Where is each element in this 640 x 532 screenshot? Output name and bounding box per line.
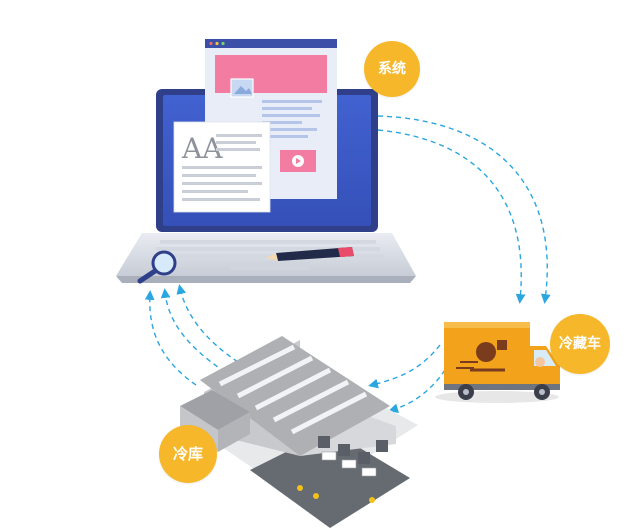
system-label: 系统 — [378, 61, 406, 77]
refrigerated-truck — [435, 322, 560, 403]
warehouse-label: 冷库 — [172, 444, 203, 463]
flow-arrows — [144, 115, 551, 414]
warehouse-badge: 冷库 — [159, 425, 217, 483]
pen-icon — [266, 247, 354, 261]
delivery-logo — [456, 340, 507, 372]
document-page: AA — [173, 121, 271, 213]
truck-label: 冷藏车 — [559, 336, 601, 352]
arrow-truck-to-warehouse-outer — [368, 344, 441, 389]
arrow-system-to-truck-inner — [377, 129, 526, 304]
arrow-warehouse-to-system-inner — [176, 284, 239, 363]
magnifier-icon — [137, 250, 177, 284]
arrow-warehouse-to-system-outer — [144, 290, 197, 386]
cold-storage-warehouse — [180, 336, 418, 528]
truck-badge: 冷藏车 — [550, 314, 610, 374]
arrow-warehouse-to-system-mid — [160, 288, 226, 373]
arrow-truck-to-warehouse-inner — [388, 369, 446, 414]
system-badge: 系统 — [364, 41, 420, 97]
arrow-system-to-truck-outer — [377, 115, 551, 304]
play-icon — [292, 155, 304, 167]
